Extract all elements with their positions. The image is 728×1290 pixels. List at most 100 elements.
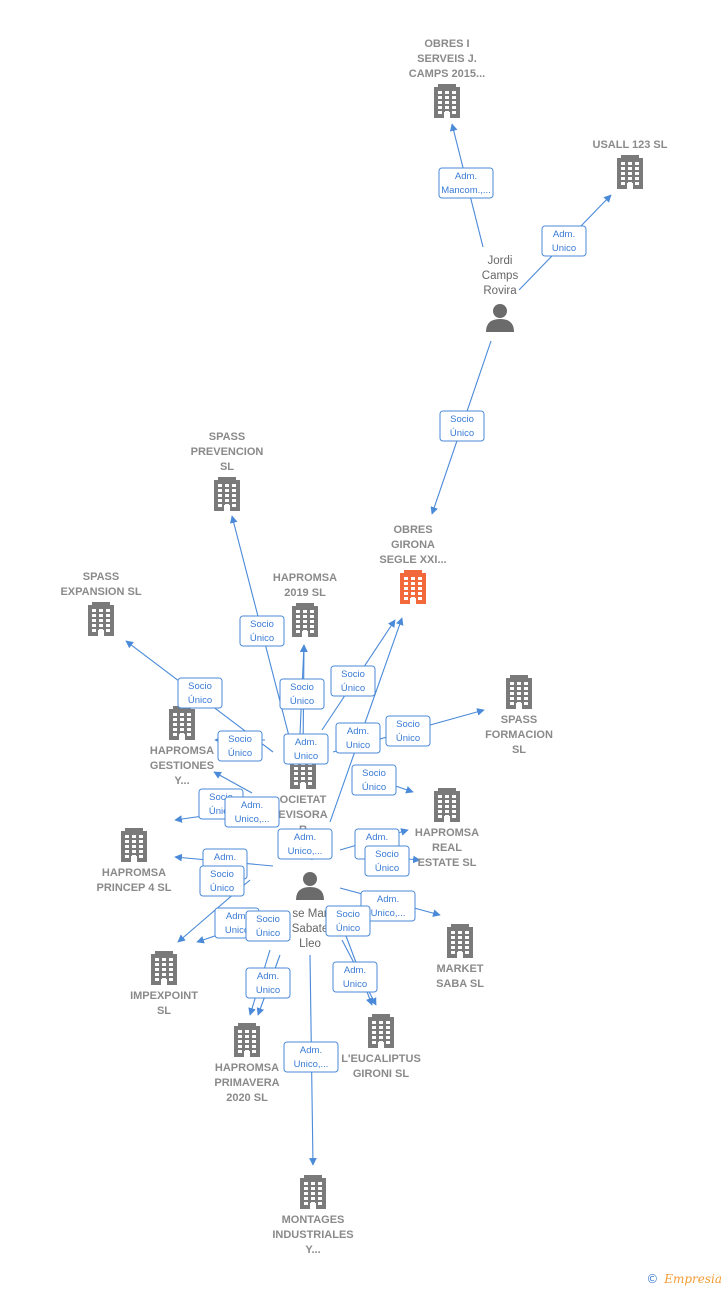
building-icon[interactable]: [88, 602, 114, 636]
person-icon[interactable]: [486, 304, 514, 332]
edge-label-box[interactable]: [332, 961, 378, 993]
node-label: GIRONA: [391, 539, 435, 551]
node-label: Y...: [305, 1244, 320, 1256]
node-label: se Mar: [292, 908, 327, 920]
edge-label-jose-eucaliptus[interactable]: Adm.Unico: [332, 961, 378, 993]
edge-label-box[interactable]: [277, 828, 333, 860]
building-icon[interactable]: [169, 706, 195, 740]
edge-label-jose-societat[interactable]: Adm.Unico,...: [277, 828, 333, 860]
edge-label-text: Unico,...: [294, 1059, 329, 1070]
edge-label-box[interactable]: [364, 845, 410, 877]
person-icon[interactable]: [296, 872, 324, 900]
edge-label-box[interactable]: [283, 1041, 339, 1073]
edge-label-box[interactable]: [438, 167, 494, 199]
edge-label-text: Unico: [346, 740, 370, 751]
edge-label-box[interactable]: [330, 665, 376, 697]
building-icon[interactable]: [506, 675, 532, 709]
edge-label-box[interactable]: [541, 225, 587, 257]
edge-label-box[interactable]: [177, 677, 223, 709]
edge-label-box[interactable]: [385, 715, 431, 747]
edge-label-box[interactable]: [224, 796, 280, 828]
footer-brand[interactable]: © Empresia: [646, 1272, 722, 1286]
edge-label-text: Adm.: [344, 965, 366, 976]
edge-label-text: Adm.: [377, 894, 399, 905]
building-icon[interactable]: [121, 828, 147, 862]
building-icon[interactable]: [400, 570, 426, 604]
node-usall[interactable]: USALL 123 SL: [593, 139, 668, 189]
edge-label-box[interactable]: [351, 764, 397, 796]
edge-label-text: Socio: [256, 914, 280, 925]
edge-label-box[interactable]: [217, 730, 263, 762]
node-label: FORMACION: [485, 729, 553, 741]
edge-label-text: Único: [396, 733, 420, 744]
edge-label-box[interactable]: [325, 905, 371, 937]
node-societat[interactable]: OCIETATEVISORAR: [278, 755, 328, 836]
node-label: GIRONI SL: [353, 1068, 410, 1080]
edge-label-jose-market[interactable]: Adm.Unico,...: [360, 890, 416, 922]
edge-label-box[interactable]: [245, 967, 291, 999]
building-icon[interactable]: [214, 477, 240, 511]
edge-label-jose-hapromsa2019[interactable]: Adm.Unico: [283, 733, 329, 765]
building-icon[interactable]: [292, 603, 318, 637]
edge-label-box[interactable]: [239, 615, 285, 647]
edge-label-text: Unico: [256, 985, 280, 996]
edge-label-jordi-usall[interactable]: Adm.Unico: [541, 225, 587, 257]
node-montages[interactable]: MONTAGESINDUSTRIALESY...: [272, 1175, 354, 1256]
edge-label-text: Socio: [336, 909, 360, 920]
edge-label-jordi-obres_serveis[interactable]: Adm.Mancom.,...: [438, 167, 494, 199]
edge-label-jose-obres_girona[interactable]: Adm.Unico: [335, 722, 381, 754]
edge-label-text: Único: [210, 883, 234, 894]
node-hap_gest[interactable]: HAPROMSAGESTIONESY...: [150, 706, 214, 787]
edge-label-box[interactable]: [199, 865, 245, 897]
node-label: PRINCEP 4 SL: [97, 882, 172, 894]
building-icon[interactable]: [300, 1175, 326, 1209]
edge-label-jose-hap_gest[interactable]: Adm.Unico,...: [224, 796, 280, 828]
building-icon[interactable]: [234, 1023, 260, 1057]
node-label: EXPANSION SL: [60, 586, 141, 598]
building-icon[interactable]: [151, 951, 177, 985]
edge-label-text: Único: [450, 428, 474, 439]
building-icon[interactable]: [368, 1014, 394, 1048]
edge-label-box[interactable]: [439, 410, 485, 442]
node-eucaliptus[interactable]: L'EUCALIPTUS GIRONI SL: [341, 1014, 421, 1080]
building-icon[interactable]: [434, 788, 460, 822]
edge-label-box[interactable]: [283, 733, 329, 765]
edge-label-box[interactable]: [335, 722, 381, 754]
node-label: HAPROMSA: [273, 572, 337, 584]
node-label: L'EUCALIPTUS: [341, 1053, 421, 1065]
edge-label-jose-montages[interactable]: Adm.Unico,...: [283, 1041, 339, 1073]
edge-label-text: Unico,...: [288, 846, 323, 857]
building-icon[interactable]: [617, 155, 643, 189]
edge-label-box[interactable]: [279, 678, 325, 710]
node-label: Y...: [174, 775, 189, 787]
building-icon[interactable]: [434, 84, 460, 118]
edge-label-box[interactable]: [245, 910, 291, 942]
edge-label-jose-hap_prim[interactable]: Adm.Unico: [245, 967, 291, 999]
building-icon[interactable]: [447, 924, 473, 958]
